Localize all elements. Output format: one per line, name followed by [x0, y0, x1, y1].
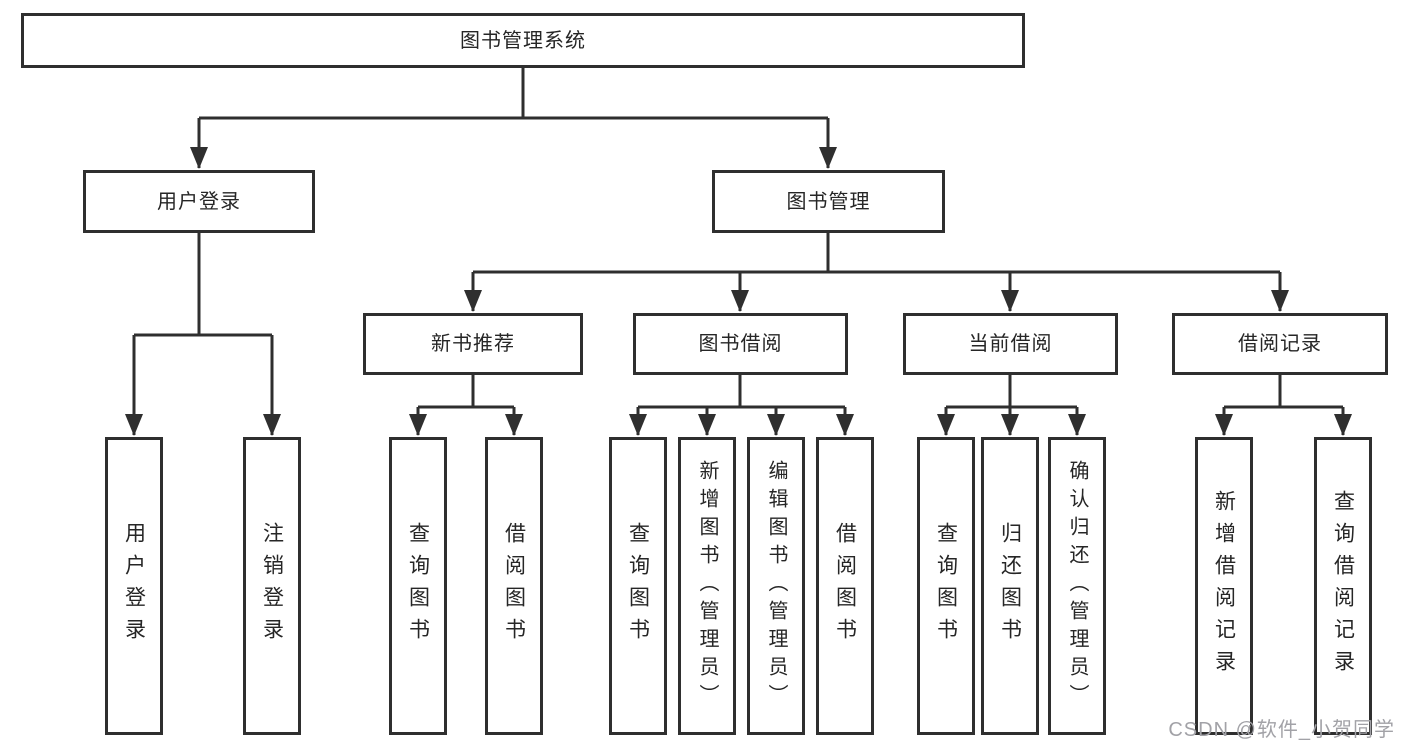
node-borrow-records: 借阅记录: [1172, 313, 1388, 375]
branch-book-borrow: [629, 375, 854, 436]
leaf-query-borrow-record: 查询借阅记录: [1314, 437, 1372, 735]
leaf-confirm-return-admin: 确认归还（管理员）: [1048, 437, 1106, 735]
csdn-watermark: CSDN @软件_小贺同学: [1168, 719, 1395, 741]
leaf-add-borrow-record: 新增借阅记录: [1195, 437, 1253, 735]
node-root-title: 图书管理系统: [21, 13, 1025, 68]
branch-book-management: [464, 233, 1289, 312]
branch-root: [190, 68, 837, 169]
branch-current-borrow: [937, 375, 1086, 436]
branch-borrow-records: [1215, 375, 1352, 436]
leaf-edit-book-admin: 编辑图书（管理员）: [747, 437, 805, 735]
branch-user-login: [125, 233, 281, 436]
leaf-return-book: 归还图书: [981, 437, 1039, 735]
leaf-add-book-admin: 新增图书（管理员）: [678, 437, 736, 735]
node-book-borrow: 图书借阅: [633, 313, 848, 375]
node-book-management: 图书管理: [712, 170, 945, 233]
node-current-borrow: 当前借阅: [903, 313, 1118, 375]
leaf-query-book-recommend: 查询图书: [389, 437, 447, 735]
leaf-logout: 注销登录: [243, 437, 301, 735]
node-user-login: 用户登录: [83, 170, 315, 233]
leaf-user-login: 用户登录: [105, 437, 163, 735]
leaf-query-book-borrow: 查询图书: [609, 437, 667, 735]
leaf-borrow-book-recommend: 借阅图书: [485, 437, 543, 735]
leaf-query-book-current: 查询图书: [917, 437, 975, 735]
node-new-book-recommend: 新书推荐: [363, 313, 583, 375]
leaf-borrow-book: 借阅图书: [816, 437, 874, 735]
branch-new-book-recommend: [409, 375, 523, 436]
